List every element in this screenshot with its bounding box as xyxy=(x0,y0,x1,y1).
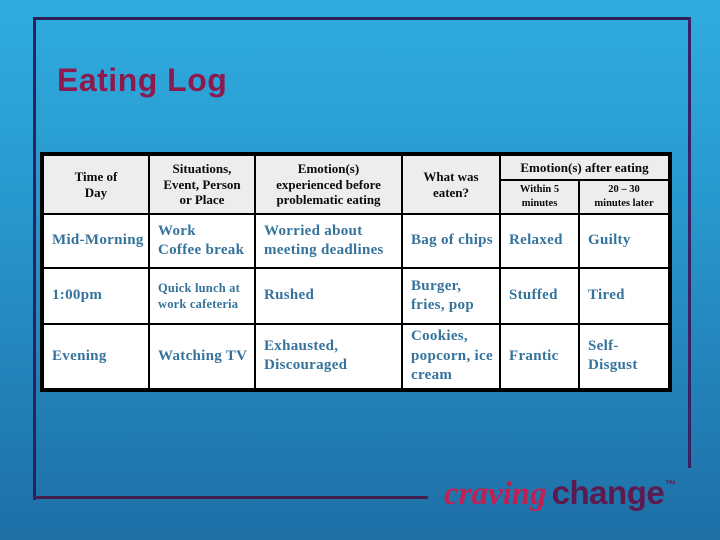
header-emotions-after-group: Emotion(s) after eating xyxy=(498,153,672,181)
table-row-1pm: 1:00pm Quick lunch at work cafeteria Rus… xyxy=(41,267,672,325)
logo-word-change: change xyxy=(551,474,665,511)
cell-emotion-before: Worried about meeting deadlines xyxy=(254,213,403,269)
craving-change-logo: craving change ™ xyxy=(444,474,677,513)
slide-title: Eating Log xyxy=(57,62,228,98)
cell-emotion-within5: Frantic xyxy=(499,323,580,391)
cell-time: Evening xyxy=(41,323,150,391)
frame-border-top xyxy=(33,17,691,20)
cell-emotion-later: Tired xyxy=(577,267,672,325)
frame-border-bottom xyxy=(33,496,428,499)
logo-word-craving: craving xyxy=(444,476,547,512)
header-what-was-eaten: What was eaten? xyxy=(401,153,501,215)
cell-emotion-before: Exhausted, Discouraged xyxy=(254,323,403,391)
trademark-symbol: ™ xyxy=(665,479,677,491)
header-20-30-minutes-later: 20 – 30 minutes later xyxy=(577,179,672,215)
header-situations: Situations, Event, Person or Place xyxy=(148,153,256,215)
header-emotions-before: Emotion(s) experienced before problemati… xyxy=(254,153,403,215)
frame-border-left xyxy=(33,17,36,500)
cell-situation: Quick lunch at work cafeteria xyxy=(148,267,256,325)
cell-emotion-later: Guilty xyxy=(577,213,672,269)
cell-eaten: Cookies, popcorn, ice cream xyxy=(401,323,501,391)
cell-emotion-within5: Relaxed xyxy=(499,213,580,269)
cell-emotion-later: Self-Disgust xyxy=(577,323,672,391)
cell-eaten: Burger, fries, pop xyxy=(401,267,501,325)
header-time-of-day: Time of Day xyxy=(41,153,150,215)
cell-time: Mid-Morning xyxy=(41,213,150,269)
cell-time: 1:00pm xyxy=(41,267,150,325)
cell-situation: Work Coffee break xyxy=(148,213,256,269)
table-row-evening: Evening Watching TV Exhausted, Discourag… xyxy=(41,323,672,391)
cell-emotion-before: Rushed xyxy=(254,267,403,325)
eating-log-table: Time of Day Situations, Event, Person or… xyxy=(40,152,673,392)
cell-situation: Watching TV xyxy=(148,323,256,391)
cell-emotion-within5: Stuffed xyxy=(499,267,580,325)
header-within-5-minutes: Within 5 minutes xyxy=(499,179,580,215)
table-row-mid-morning: Mid-Morning Work Coffee break Worried ab… xyxy=(41,213,672,269)
cell-eaten: Bag of chips xyxy=(401,213,501,269)
frame-border-right xyxy=(688,17,691,468)
